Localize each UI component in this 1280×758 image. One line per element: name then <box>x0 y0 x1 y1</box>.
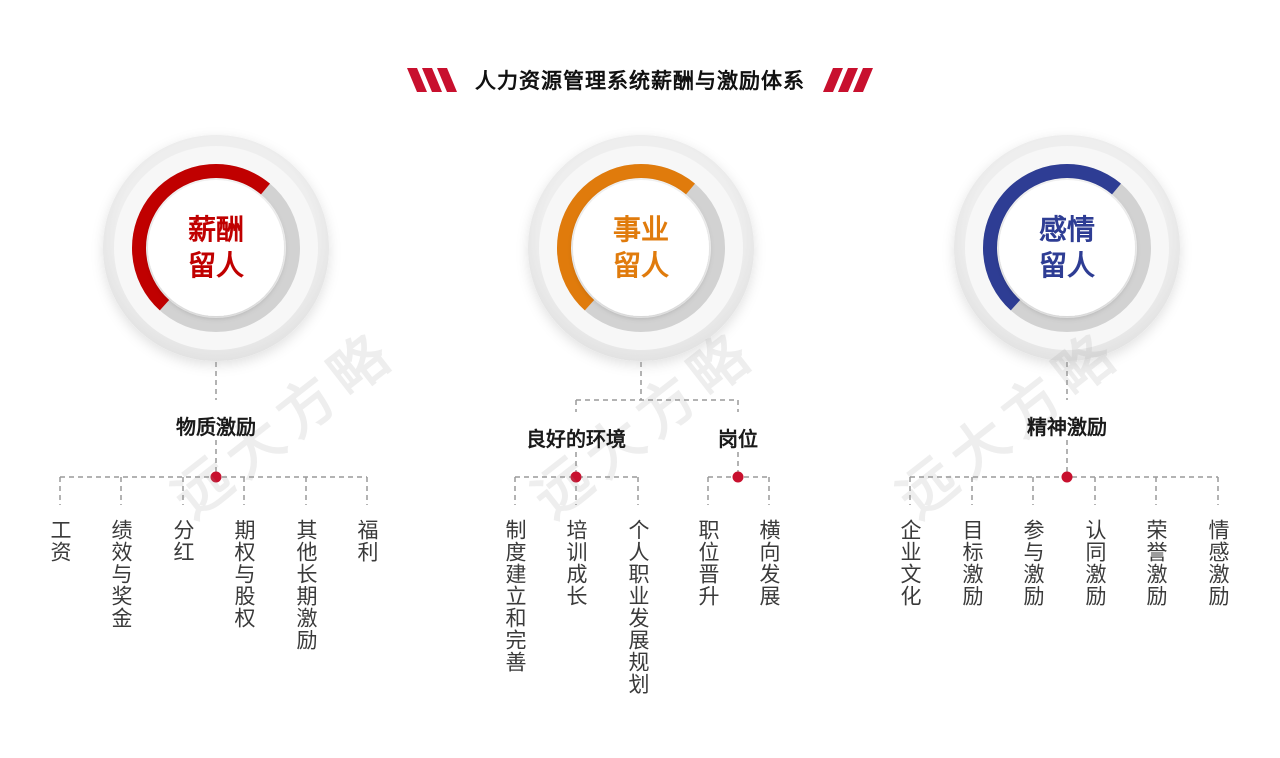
career-branch-0-node-dot <box>570 471 582 483</box>
slash-stripes-right-icon <box>823 68 873 92</box>
diagram-header: 人力资源管理系统薪酬与激励体系 <box>0 62 1280 98</box>
career-leaf-item: 培训成长 <box>564 519 588 607</box>
career-leaf-item: 职位晋升 <box>696 519 720 607</box>
career-title-line2: 留人 <box>612 249 669 282</box>
emotion-leaf-item: 认同激励 <box>1083 519 1107 607</box>
pay-leaf-item: 绩效与奖金 <box>109 519 133 629</box>
emotion-circle-label: 感情留人 <box>1007 212 1127 284</box>
slash-stripes-left-icon <box>407 68 457 92</box>
diagram-title: 人力资源管理系统薪酬与激励体系 <box>475 69 805 93</box>
career-leaf-item: 制度建立和完善 <box>503 519 527 673</box>
pay-category-label: 物质激励 <box>176 415 256 439</box>
pay-branch-0-node-dot <box>210 471 222 483</box>
pay-inner-disc <box>148 180 284 316</box>
emotion-leaf-item: 目标激励 <box>960 519 984 607</box>
emotion-leaf-item: 参与激励 <box>1021 519 1045 607</box>
career-leaf-item: 横向发展 <box>757 519 781 607</box>
pay-title-line2: 留人 <box>187 249 244 282</box>
emotion-title-line1: 感情 <box>1038 213 1095 246</box>
pay-leaf-item: 分红 <box>171 519 195 563</box>
emotion-branch-0-node-dot <box>1061 471 1073 483</box>
career-progress-arc <box>557 164 695 311</box>
emotion-leaf-item: 荣誉激励 <box>1144 519 1168 607</box>
career-circle-label: 事业留人 <box>581 212 701 284</box>
pay-progress-arc <box>132 164 270 311</box>
pay-title-line1: 薪酬 <box>187 213 244 246</box>
career-leaf-item: 个人职业发展规划 <box>626 519 650 695</box>
emotion-leaf-item: 情感激励 <box>1206 519 1230 607</box>
emotion-leaf-item: 企业文化 <box>898 519 922 607</box>
career-category-label: 岗位 <box>718 427 758 451</box>
career-category-label: 良好的环境 <box>526 427 626 451</box>
pay-leaf-item: 期权与股权 <box>232 519 256 629</box>
emotion-category-label: 精神激励 <box>1027 415 1107 439</box>
pay-leaf-item: 福利 <box>355 519 379 563</box>
emotion-title-line2: 留人 <box>1038 249 1095 282</box>
pay-leaf-item: 工资 <box>48 519 72 563</box>
emotion-progress-arc <box>983 164 1121 311</box>
career-branch-1-node-dot <box>732 471 744 483</box>
career-title-line1: 事业 <box>612 213 669 246</box>
pay-circle-label: 薪酬留人 <box>156 212 276 284</box>
pay-leaf-item: 其他长期激励 <box>294 519 318 651</box>
emotion-inner-disc <box>999 180 1135 316</box>
career-inner-disc <box>573 180 709 316</box>
